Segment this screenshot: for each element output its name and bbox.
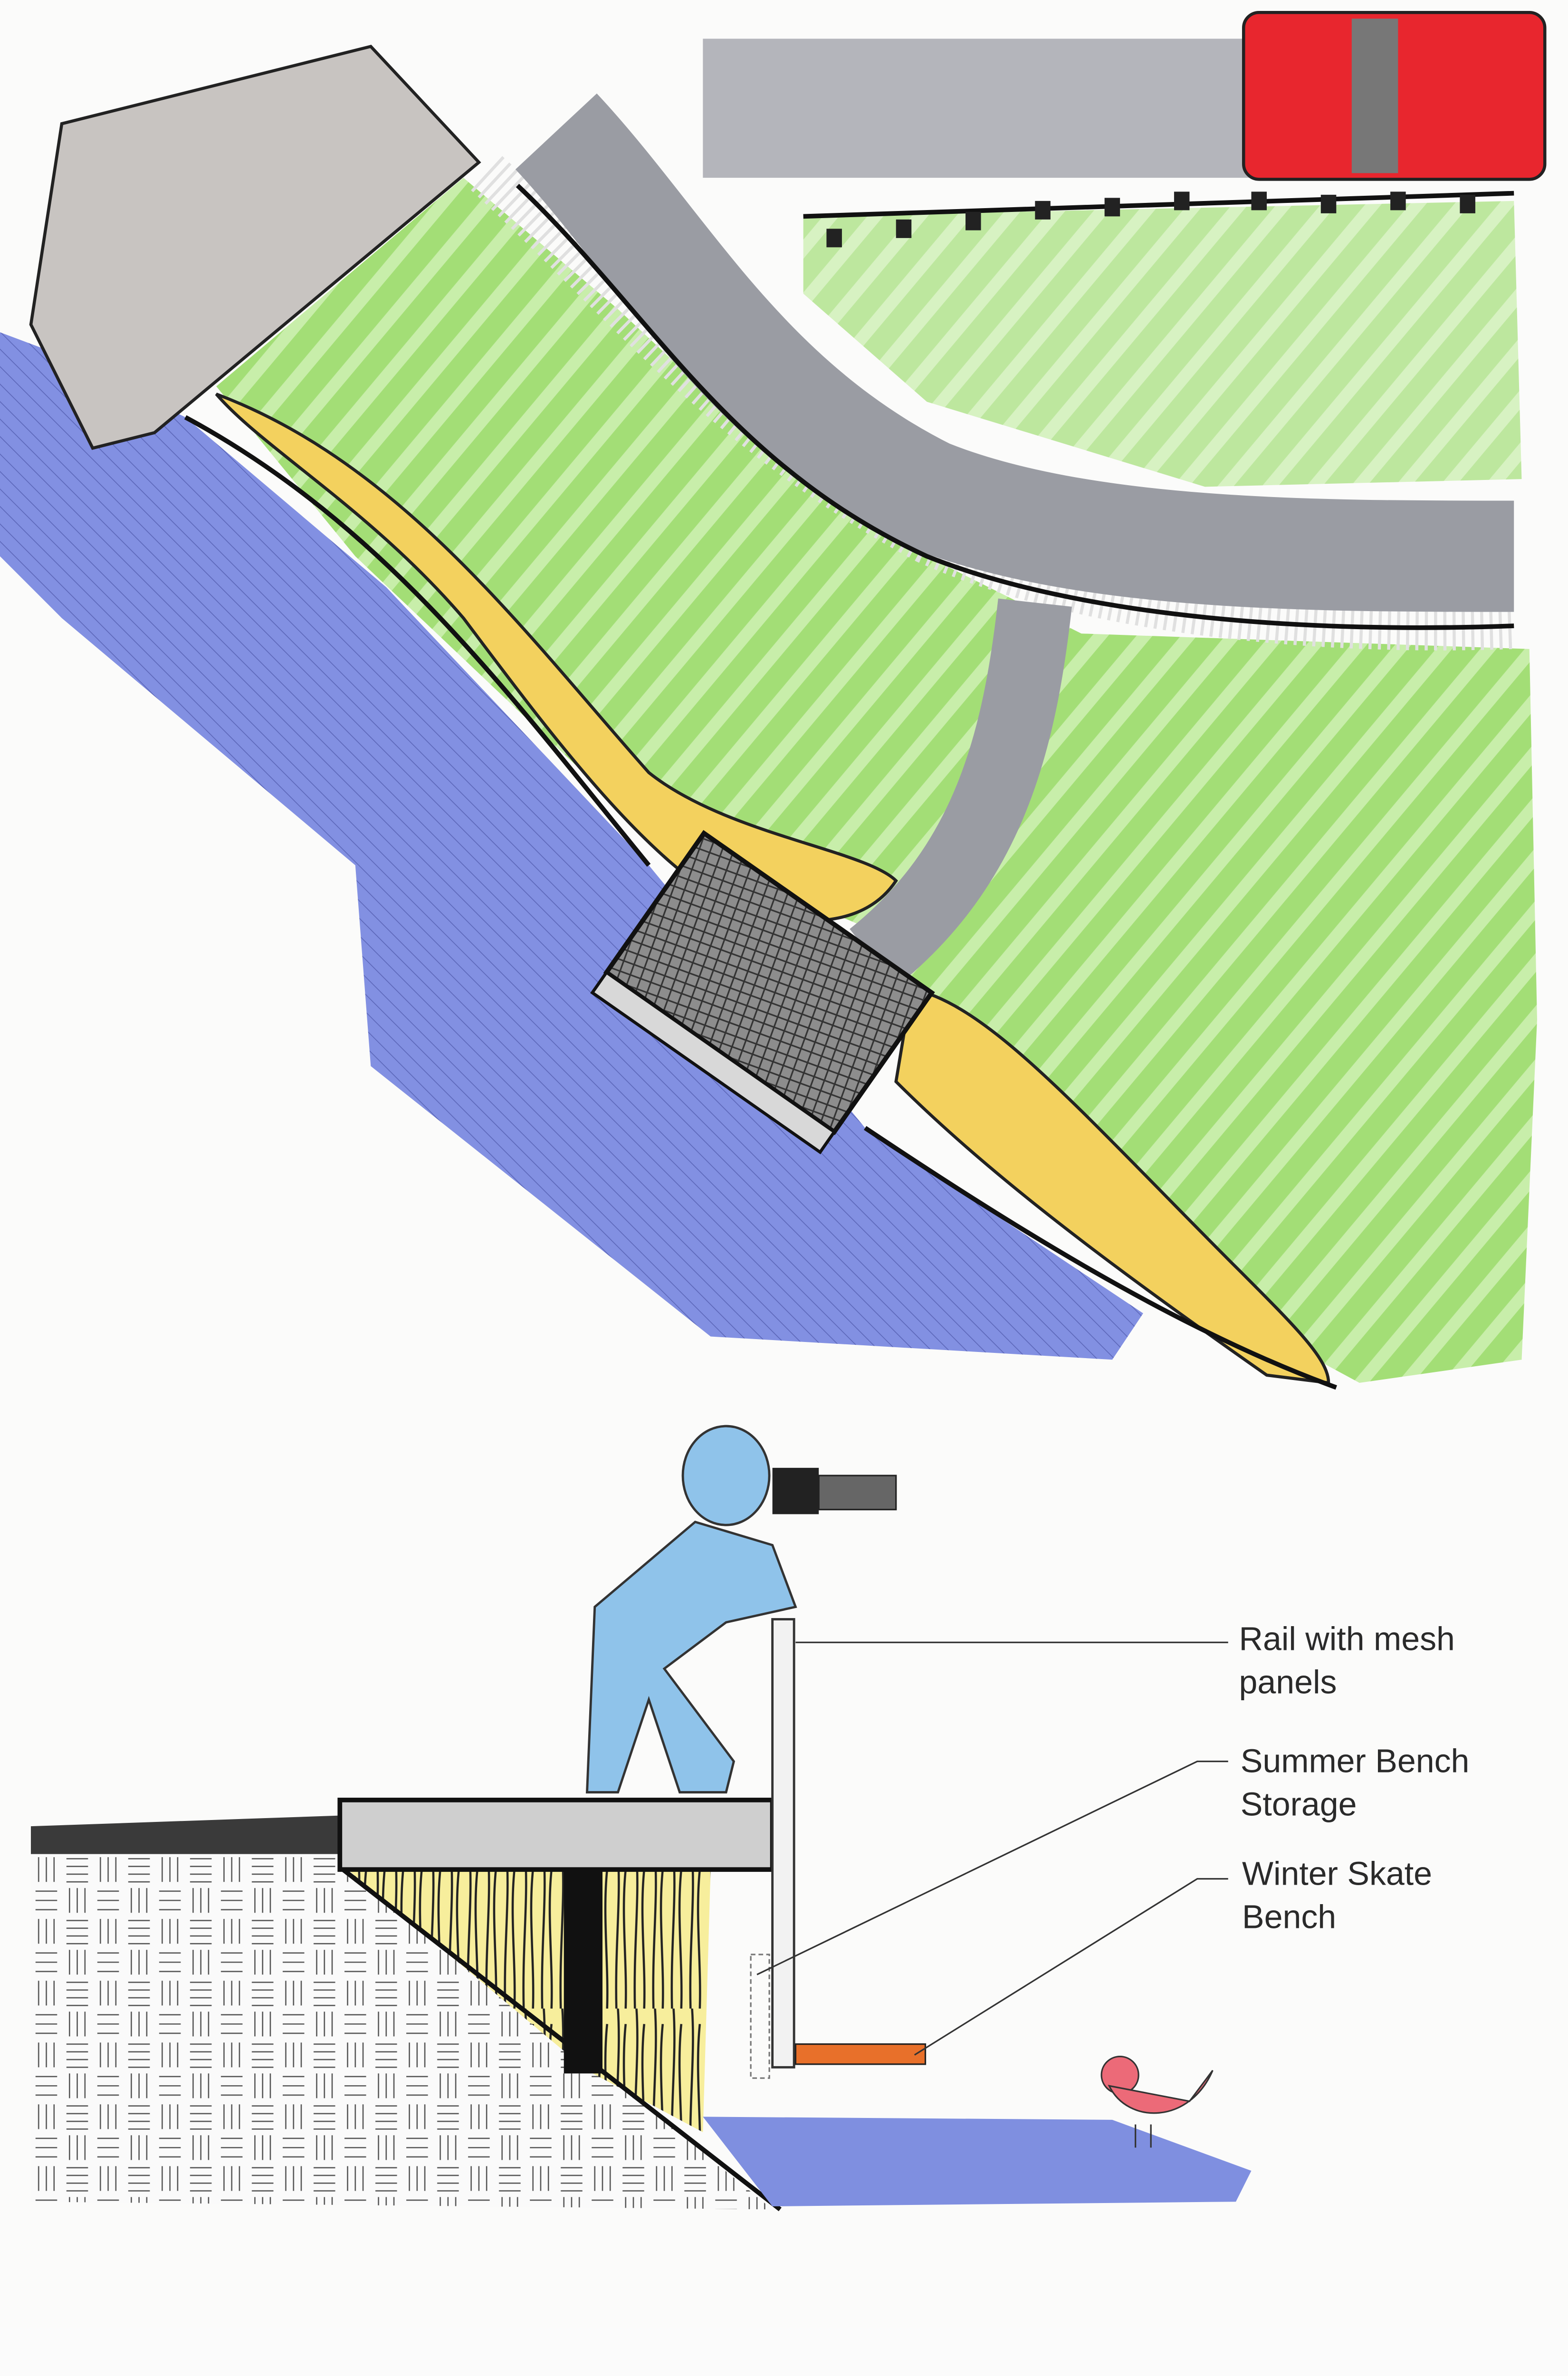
label-winter-line2: Bench — [1242, 1898, 1336, 1935]
shrub-band-lower — [894, 987, 1330, 1385]
label-rail-line1: Rail with mesh — [1239, 1620, 1454, 1657]
ground-surface — [31, 1815, 343, 1854]
water-section — [703, 2117, 1252, 2206]
camera-icon — [772, 1467, 897, 1514]
deck-section: Rail with mesh panels Summer Bench Stora… — [31, 1425, 1470, 2212]
soil-hatch — [31, 1854, 773, 2210]
rail-post — [771, 1618, 795, 2069]
landscape-sketch-sheet: Rail with mesh panels Summer Bench Stora… — [0, 10, 1547, 2212]
deck-post — [564, 1869, 602, 2074]
water-area — [0, 332, 1143, 1360]
main-path — [515, 93, 1514, 612]
label-rail-line2: panels — [1239, 1664, 1337, 1701]
shoreline — [184, 415, 1337, 1390]
sketch-drawing: Rail with mesh panels Summer Bench Stora… — [0, 10, 1547, 2212]
bird-figure — [1100, 2055, 1214, 2148]
shrub-band — [215, 393, 898, 923]
reed-planting — [347, 1869, 711, 2132]
slope-line — [341, 1868, 782, 2212]
bench-storage — [750, 1954, 770, 2079]
lawn-area — [216, 178, 1537, 1383]
main-path-edge — [516, 183, 1514, 630]
deck-slab — [337, 1798, 775, 1872]
skate-bench — [794, 2043, 927, 2065]
label-winter-line1: Winter Skate — [1242, 1855, 1432, 1892]
red-car — [1242, 10, 1547, 181]
plaza-paving — [29, 45, 481, 450]
label-summer-line2: Storage — [1241, 1785, 1357, 1822]
photographer-figure — [585, 1425, 797, 1794]
label-summer-line1: Summer Bench — [1241, 1742, 1470, 1779]
bollards — [826, 192, 1475, 248]
site-plan — [0, 10, 1547, 1390]
parking-lot — [703, 38, 1252, 178]
viewing-deck — [590, 830, 935, 1155]
leader-lines — [756, 1641, 1228, 2056]
side-path — [849, 598, 1072, 987]
lawn-area-upper — [803, 201, 1522, 487]
